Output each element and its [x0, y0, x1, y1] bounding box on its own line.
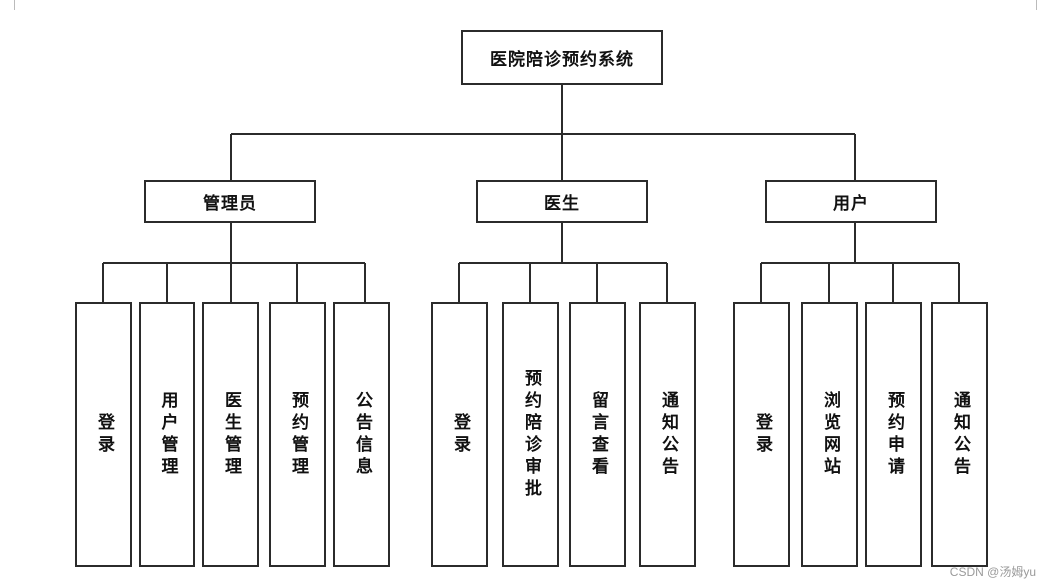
module-node: 用户管理 — [139, 302, 195, 567]
role-node-doctor: 医生 — [476, 180, 648, 223]
role-label: 管理员 — [203, 194, 257, 214]
frame-edge-left — [14, 0, 15, 10]
module-label: 登录 — [94, 412, 114, 457]
module-node: 公告信息 — [333, 302, 390, 567]
module-label: 用户管理 — [157, 390, 178, 479]
module-node: 登录 — [431, 302, 488, 567]
module-label: 预约管理 — [288, 390, 308, 479]
module-label: 预约陪诊审批 — [521, 368, 541, 501]
module-label: 通知公告 — [950, 390, 970, 479]
module-node: 预约管理 — [269, 302, 326, 567]
module-label: 留言查看 — [588, 390, 608, 479]
module-node: 预约陪诊审批 — [502, 302, 559, 567]
role-label: 医生 — [544, 194, 580, 214]
module-label: 登录 — [752, 412, 772, 457]
module-node: 通知公告 — [639, 302, 696, 567]
module-node: 通知公告 — [931, 302, 988, 567]
module-node: 登录 — [75, 302, 132, 567]
module-label: 通知公告 — [658, 390, 678, 479]
module-label: 医生管理 — [221, 390, 241, 479]
module-node: 预约申请 — [865, 302, 922, 567]
module-label: 预约申请 — [884, 390, 904, 479]
watermark: CSDN @汤姆yu — [949, 565, 1036, 579]
module-label: 公告信息 — [352, 390, 372, 479]
module-node: 浏览网站 — [801, 302, 858, 567]
module-label: 登录 — [450, 412, 470, 457]
root-label: 医院陪诊预约系统 — [490, 50, 634, 70]
role-node-admin: 管理员 — [144, 180, 316, 223]
frame-edge-right — [1036, 0, 1037, 10]
module-node: 登录 — [733, 302, 790, 567]
role-node-user: 用户 — [765, 180, 937, 223]
module-node: 留言查看 — [569, 302, 626, 567]
module-node: 医生管理 — [202, 302, 259, 567]
role-label: 用户 — [833, 194, 869, 214]
root-node: 医院陪诊预约系统 — [461, 30, 663, 85]
module-label: 浏览网站 — [820, 390, 840, 479]
